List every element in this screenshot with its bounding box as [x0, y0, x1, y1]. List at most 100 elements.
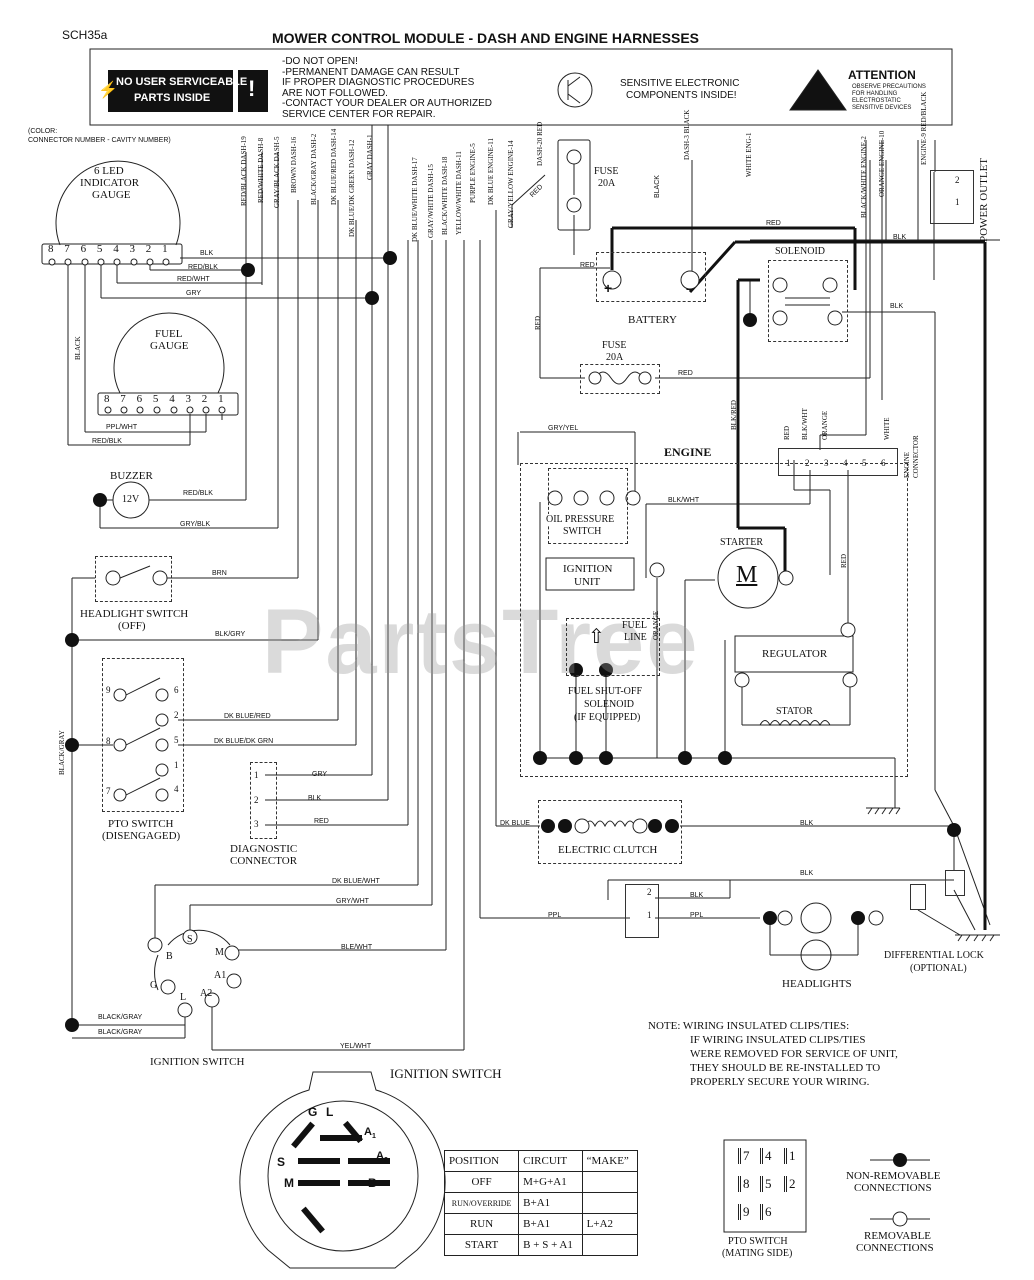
legend-non-removable-2: CONNECTIONS — [854, 1182, 932, 1194]
ign-detail-l: L — [326, 1105, 334, 1119]
pto-mating-pin-5: 5 — [760, 1176, 772, 1192]
page-title: MOWER CONTROL MODULE - DASH AND ENGINE H… — [272, 30, 700, 46]
note-line-3: WERE REMOVED FOR SERVICE OF UNIT, — [690, 1048, 898, 1060]
headlight-switch-state: (OFF) — [118, 620, 146, 632]
schematic-code: SCH35a — [62, 28, 108, 42]
wire-red-eng: RED — [783, 426, 791, 440]
warning-note-5: SERVICE CENTER FOR REPAIR. — [282, 108, 436, 120]
pto-mating-pin-4: 4 — [760, 1148, 772, 1164]
diag-pin-2: 2 — [254, 795, 259, 805]
harness-label-18: BLACK/WHITE ENGINE-2 — [860, 136, 868, 218]
ign-detail-a1: A1 — [364, 1126, 376, 1141]
fuel-solenoid-1: FUEL SHUT-OFF — [568, 686, 642, 697]
power-outlet-box — [930, 170, 974, 224]
fuel-pin-2: 2 — [201, 393, 208, 405]
harness-label-7: GRAY DASH-1 — [366, 134, 374, 180]
wire-gry-1: GRY — [186, 290, 202, 297]
ign-term-a1: A1 — [214, 970, 227, 981]
note-line-4: THEY SHOULD BE RE-INSTALLED TO — [690, 1062, 881, 1074]
fuel-pin-8: 8 — [104, 393, 110, 405]
table-header: CIRCUIT — [518, 1150, 583, 1172]
warning-note-2: IF PROPER DIAGNOSTIC PROCEDURES — [282, 77, 475, 88]
fuel-solenoid-box — [566, 618, 660, 676]
diff-lock-title-1: DIFFERENTIAL LOCK — [884, 950, 984, 961]
harness-label-12: PURPLE ENGINE-5 — [469, 143, 477, 203]
legend-note-2: CONNECTOR NUMBER - CAVITY NUMBER) — [28, 137, 171, 144]
buzzer-rating: 12V — [122, 494, 140, 505]
diagnostic-title-2: CONNECTOR — [230, 855, 298, 867]
fuse1-rating: 20A — [598, 178, 616, 189]
headlight-connector — [625, 884, 659, 938]
harness-label-20: ENGINE-9 RED/BLACK — [920, 91, 928, 165]
headlights-title: HEADLIGHTS — [782, 978, 852, 990]
table-cell: B+A1 — [518, 1192, 583, 1214]
harness-label-10: BLACK/WHITE DASH-18 — [441, 156, 449, 235]
wire-ble-wht: BLE/WHT — [341, 944, 373, 951]
buzzer-title: BUZZER — [110, 470, 153, 482]
led-pin-4: 4 — [113, 243, 119, 255]
table-cell: RUN — [443, 1213, 520, 1235]
starter-motor-m: M — [736, 562, 758, 588]
pto-pin-7: 7 — [106, 786, 111, 796]
engine-pin-4: 4 — [843, 458, 848, 468]
pto-pin-9: 9 — [106, 685, 111, 695]
wire-red-blk-2: RED/BLK — [92, 438, 122, 445]
harness-label-8: DK BLUE/WHITE DASH-17 — [411, 157, 419, 242]
outlet-pin-2: 2 — [955, 175, 960, 185]
diff-lock-title-2: (OPTIONAL) — [910, 963, 967, 974]
diag-pin-3: 3 — [254, 819, 259, 829]
ign-detail-b: B — [368, 1176, 377, 1190]
lightning-icon: ⚡ — [98, 82, 118, 99]
harness-label-3: BROWN DASH-16 — [290, 136, 298, 193]
table-cell: RUN/OVERRIDE — [443, 1192, 520, 1214]
engine-pin-1: 1 — [786, 458, 791, 468]
ignition-switch-title: IGNITION SWITCH — [150, 1056, 245, 1068]
harness-label-19: ORANGE ENGINE-10 — [878, 130, 886, 197]
attention-sub-1: FOR HANDLING — [852, 91, 898, 97]
harness-label-6: DK BLUE/DK GREEN DASH-12 — [348, 139, 356, 237]
fuel-line-1: FUEL — [622, 620, 647, 631]
wire-dk-blue-wht: DK BLUE/WHT — [332, 878, 380, 885]
ign-detail-g: G — [308, 1105, 318, 1119]
hl-conn-pin-2: 2 — [647, 887, 652, 897]
pto-pin-1: 1 — [174, 760, 179, 770]
wire-blk-solenoid: BLK — [893, 234, 907, 241]
engine-pin-5: 5 — [862, 458, 867, 468]
led-gauge-title-1: 6 LED — [94, 165, 124, 177]
pto-mating-title-1: PTO SWITCH — [728, 1236, 788, 1247]
battery-minus: – — [686, 280, 694, 296]
harness-label-0: RED/BLACK DASH-19 — [240, 136, 248, 206]
harness-label-9: GRAY/WHITE DASH-15 — [427, 164, 435, 238]
pto-switch-box — [102, 658, 184, 812]
note-line-2: IF WIRING INSULATED CLIPS/TIES — [690, 1034, 866, 1046]
engine-title: ENGINE — [664, 445, 712, 459]
table-cell — [581, 1234, 639, 1256]
harness-label-1: RED/WHITE DASH-8 — [257, 137, 265, 203]
wire-red-wht: RED/WHT — [177, 276, 210, 283]
attention-sub-3: SENSITIVE DEVICES — [852, 105, 912, 111]
diagnostic-connector-box — [250, 762, 277, 839]
fuse1-title: FUSE — [594, 166, 619, 177]
oil-pressure-box — [548, 468, 628, 544]
pto-pin-8: 8 — [106, 736, 111, 746]
oil-pressure-1: OIL PRESSURE — [546, 514, 615, 525]
wire-gry-2: GRY — [312, 771, 328, 778]
exclamation-icon: ! — [248, 76, 256, 101]
wire-black-vertical: BLACK — [74, 336, 82, 360]
wire-gry-yel: GRY/YEL — [548, 425, 579, 432]
ign-term-m: M — [215, 947, 224, 958]
table-cell — [581, 1171, 639, 1193]
table-cell — [581, 1192, 639, 1214]
engine-pin-6: 6 — [881, 458, 886, 468]
led-gauge-title-3: GAUGE — [92, 189, 131, 201]
no-service-line1: NO USER SERVICEABLE — [116, 76, 248, 88]
headlight-switch-title: HEADLIGHT SWITCH — [80, 608, 189, 620]
clutch-title: ELECTRIC CLUTCH — [558, 844, 658, 856]
fuse2-rating: 20A — [606, 352, 624, 363]
solenoid-title: SOLENOID — [775, 246, 825, 257]
wire-dk-blue-red: DK BLUE/RED — [224, 713, 271, 720]
sensitive-line2: COMPONENTS INSIDE! — [626, 90, 737, 101]
